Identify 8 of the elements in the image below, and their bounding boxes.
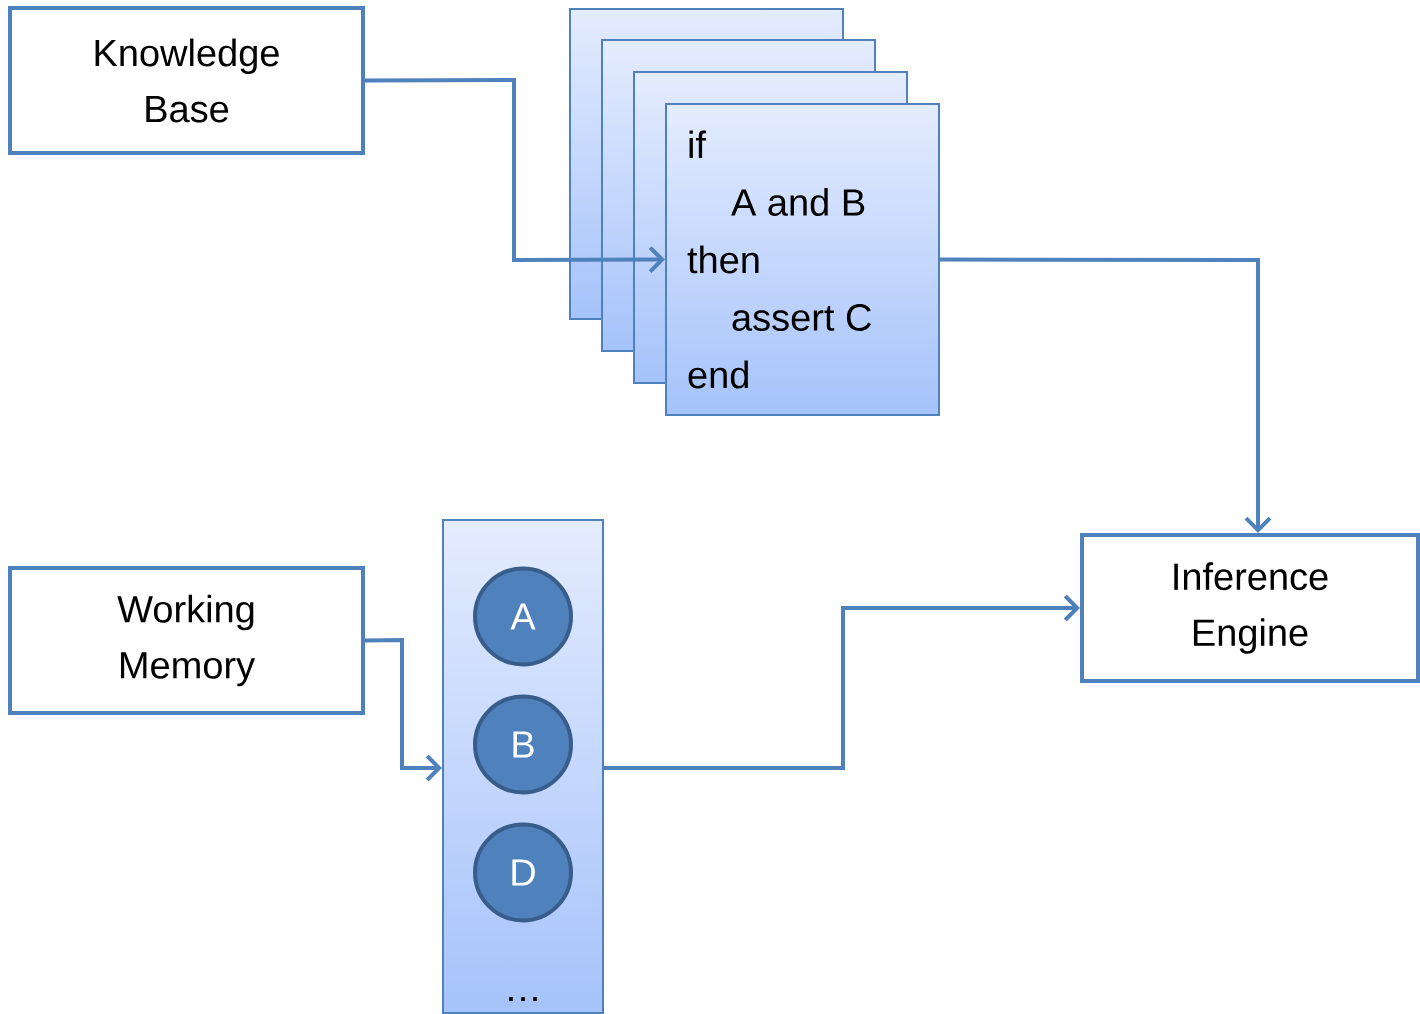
process-box: Working Memory	[8, 566, 365, 715]
arrow	[604, 594, 1080, 770]
process-box: Knowledge Base	[8, 6, 365, 155]
arrow	[364, 638, 442, 782]
arrow	[365, 78, 665, 273]
rule-card: if A and B then assert C end	[665, 103, 940, 416]
process-box: Inference Engine	[1080, 533, 1420, 683]
arrow	[940, 257, 1272, 533]
